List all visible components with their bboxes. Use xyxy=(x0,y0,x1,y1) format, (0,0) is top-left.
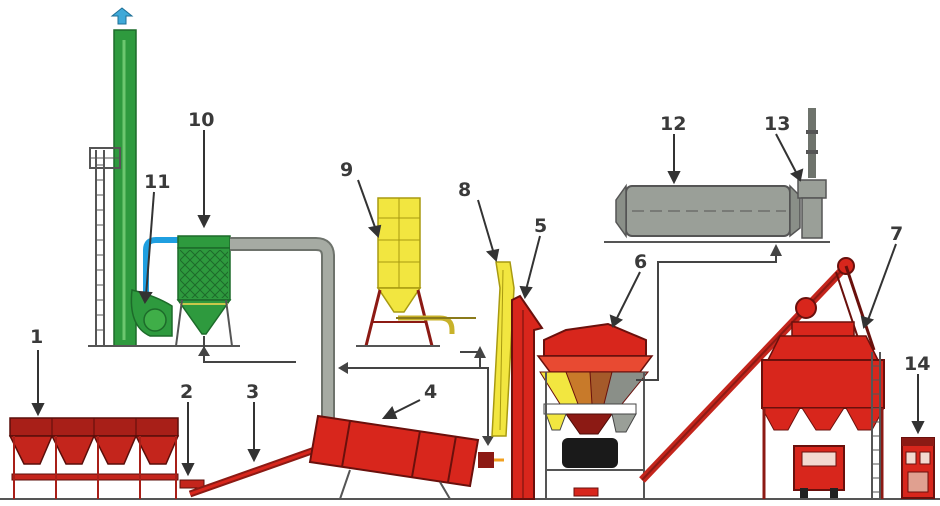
control-cabin xyxy=(901,437,935,499)
label-12: 12 xyxy=(660,113,686,135)
fan-duct xyxy=(143,237,178,298)
cold-feed-bins xyxy=(8,417,180,499)
label-13: 13 xyxy=(764,113,790,135)
exhaust-stack xyxy=(88,7,240,347)
mixing-tower xyxy=(536,322,654,499)
label-7: 7 xyxy=(890,223,903,245)
label-11: 11 xyxy=(144,171,170,193)
bag-filter xyxy=(175,235,233,347)
bitumen-line xyxy=(636,246,777,381)
label-8: 8 xyxy=(458,179,471,201)
pointer-arrows xyxy=(31,130,925,477)
dust-return-line xyxy=(203,336,296,363)
label-2: 2 xyxy=(180,381,193,403)
label-4: 4 xyxy=(424,381,437,403)
label-14: 14 xyxy=(904,353,930,375)
bitumen-tank xyxy=(604,183,830,243)
label-1: 1 xyxy=(30,326,43,348)
drying-drum xyxy=(308,414,504,500)
feed-conveyor xyxy=(188,442,328,498)
gas-duct xyxy=(230,237,335,420)
collecting-conveyor xyxy=(179,479,205,489)
label-9: 9 xyxy=(340,159,353,181)
truck xyxy=(793,445,845,498)
label-5: 5 xyxy=(534,215,547,237)
label-10: 10 xyxy=(188,109,214,131)
heater-tower xyxy=(797,108,827,239)
exhaust-fan xyxy=(130,289,173,337)
bucket-elevator xyxy=(511,294,544,500)
label-6: 6 xyxy=(634,251,647,273)
storage-silo xyxy=(639,257,885,499)
filler-silo xyxy=(356,197,476,347)
hot-elevator xyxy=(491,261,515,437)
label-3: 3 xyxy=(246,381,259,403)
